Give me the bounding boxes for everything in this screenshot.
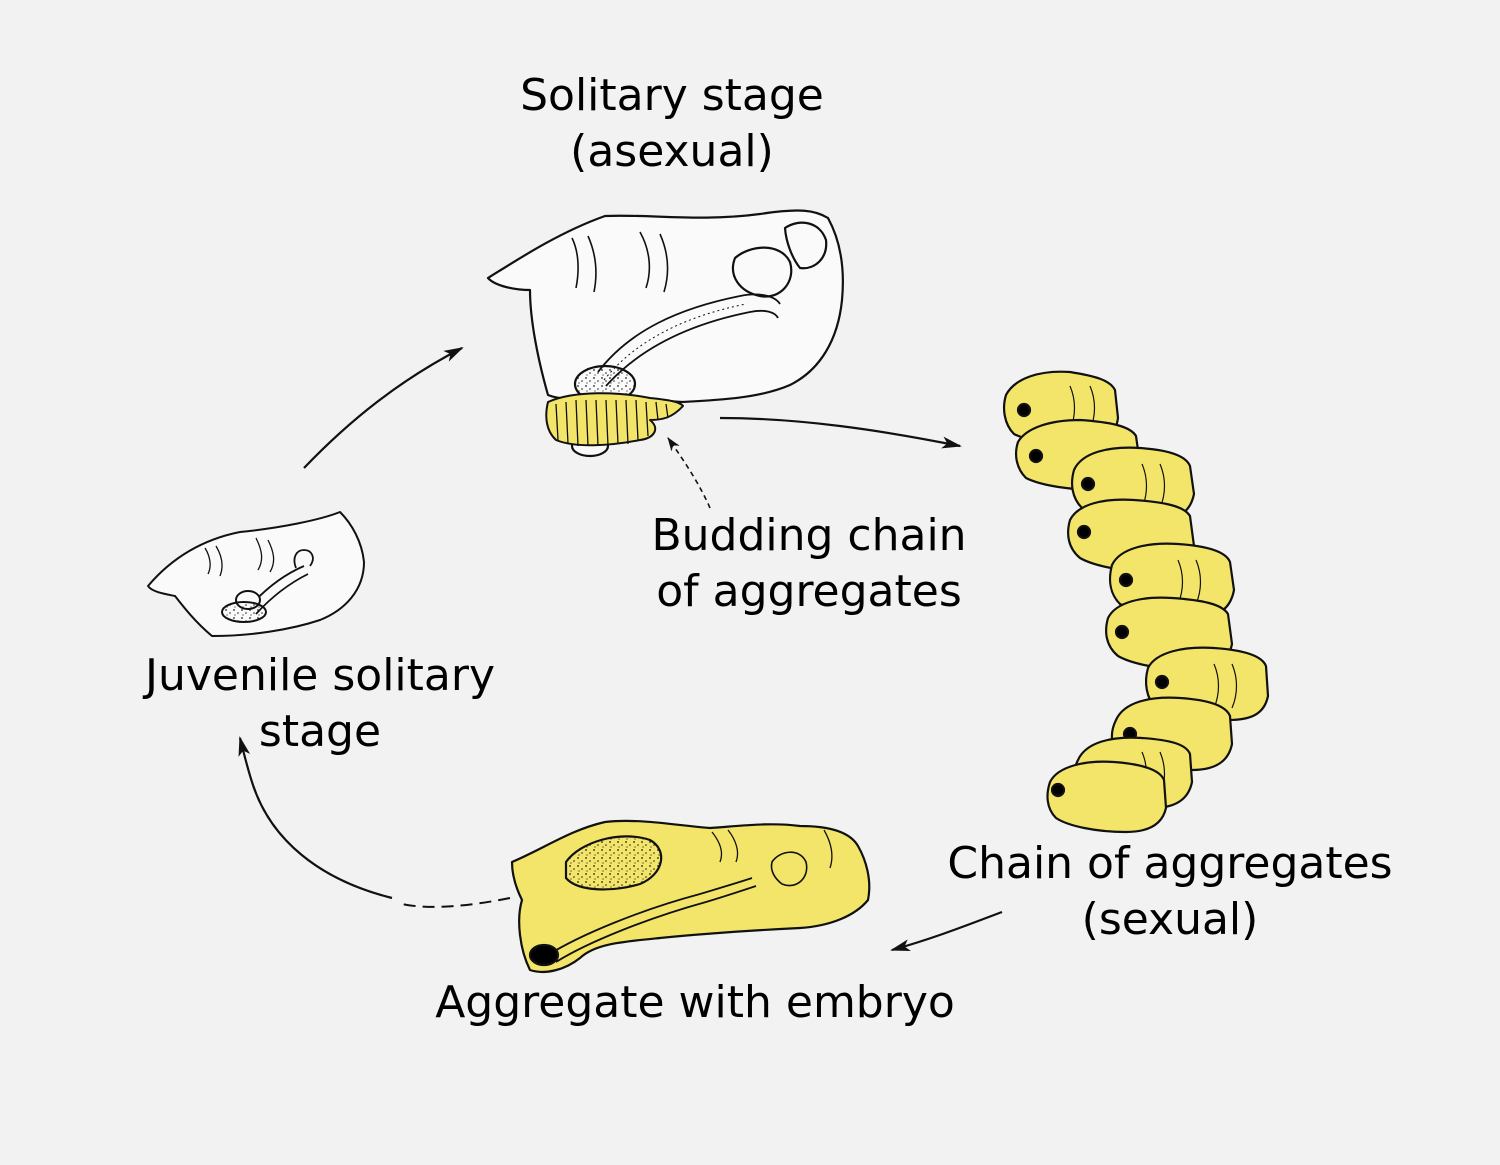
- aggregate-with-embryo-illustration: [510, 819, 871, 974]
- arrow-solitary-to-chain: [719, 416, 962, 449]
- juvenile-embryo: [221, 601, 267, 623]
- juvenile-solitary-illustration: [147, 511, 365, 637]
- label-chain-line2: (sexual): [1081, 894, 1259, 945]
- solitary-body-outline: [486, 209, 844, 404]
- solitary-inner-lobe-2: [783, 221, 828, 270]
- label-budding-chain: Budding chain of aggregates: [604, 508, 1014, 620]
- label-juvenile-line1: Juvenile solitary: [144, 650, 495, 701]
- aggregate-gut-2: [555, 885, 757, 963]
- aggregate-gut: [547, 877, 753, 956]
- arrow-aggregate-to-juvenile-dashed: [401, 897, 511, 908]
- label-budding-line2: of aggregates: [656, 566, 962, 617]
- solitary-muscle-band: [571, 231, 669, 293]
- label-aggregate-with-embryo: Aggregate with embryo: [380, 975, 1010, 1031]
- arrow-aggregate-to-juvenile: [238, 736, 393, 900]
- label-solitary-line1: Solitary stage: [520, 70, 824, 121]
- chain-of-aggregates-illustration: [1003, 370, 1270, 834]
- label-chain-of-aggregates: Chain of aggregates (sexual): [920, 836, 1420, 948]
- label-chain-line1: Chain of aggregates: [947, 838, 1393, 889]
- budding-stolon: [545, 392, 684, 447]
- solitary-gut: [597, 293, 781, 373]
- label-juvenile-line2: stage: [258, 706, 382, 757]
- solitary-gut-lower: [605, 309, 779, 387]
- arrow-budding-pointer: [667, 437, 711, 509]
- aggregate-embryo-mass: [564, 835, 663, 891]
- arrow-juvenile-to-solitary: [303, 347, 464, 469]
- label-budding-line1: Budding chain: [651, 510, 967, 561]
- arrow-chain-to-aggregate: [890, 910, 1003, 952]
- aggregate-nucleus: [528, 943, 560, 967]
- label-juvenile-solitary: Juvenile solitary stage: [110, 648, 530, 760]
- aggregate-inner-lobe: [770, 851, 808, 887]
- solitary-inner-lobe: [732, 246, 793, 298]
- budding-stolon-stripes: [555, 399, 669, 447]
- label-embryo-line1: Aggregate with embryo: [435, 977, 955, 1028]
- juvenile-muscle-band: [204, 537, 275, 577]
- juvenile-gut-tip: [293, 549, 314, 569]
- aggregate-zooid: [1046, 760, 1168, 834]
- aggregate-muscle: [711, 829, 833, 869]
- label-solitary-line2: (asexual): [570, 126, 774, 177]
- solitary-stage-illustration: [486, 209, 844, 458]
- label-solitary-stage: Solitary stage (asexual): [472, 68, 872, 180]
- juvenile-body-outline: [147, 511, 365, 637]
